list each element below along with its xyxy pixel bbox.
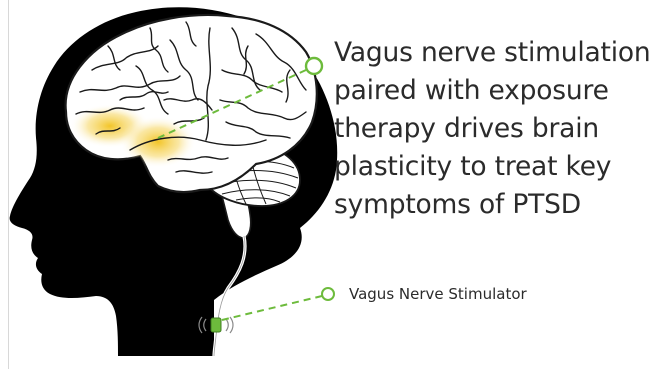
headline-line: paired with exposure bbox=[334, 72, 660, 110]
stimulator-callout-line bbox=[222, 296, 322, 320]
headline-line: therapy drives brain bbox=[334, 110, 660, 148]
headline-text: Vagus nerve stimulation paired with expo… bbox=[334, 34, 660, 224]
headline-line: symptoms of PTSD bbox=[334, 186, 660, 224]
headline-line: Vagus nerve stimulation bbox=[334, 34, 660, 72]
stimulator-callout-marker bbox=[322, 288, 334, 300]
headline-line: plasticity to treat key bbox=[334, 148, 660, 186]
brain-callout-marker bbox=[306, 58, 322, 74]
device-label: Vagus Nerve Stimulator bbox=[349, 284, 527, 304]
